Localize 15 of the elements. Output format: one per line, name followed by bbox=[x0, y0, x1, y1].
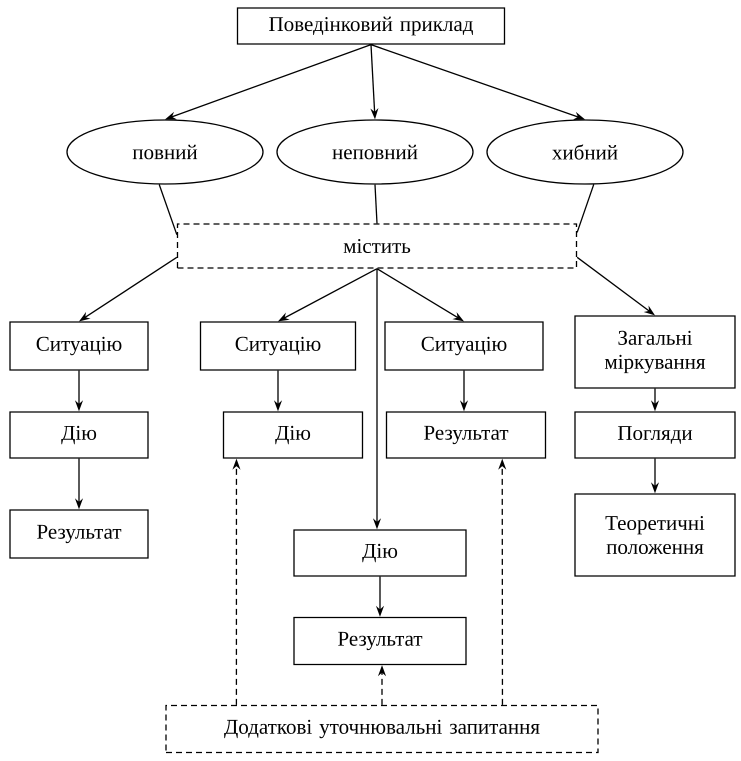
process-box: Теоретичні положення bbox=[574, 493, 736, 577]
process-box: Результат bbox=[293, 616, 467, 666]
process-box: Ситуацію bbox=[200, 321, 356, 371]
process-box: Поведінковий приклад bbox=[236, 7, 506, 45]
process-box: Дію bbox=[293, 529, 467, 577]
process-box: Результат bbox=[9, 509, 149, 559]
dashed-box: містить bbox=[176, 223, 578, 269]
process-box: Загальні міркування bbox=[574, 315, 736, 389]
process-box: Ситуацію bbox=[384, 321, 544, 371]
process-box: Дію bbox=[222, 411, 364, 459]
process-box: Погляди bbox=[574, 411, 736, 459]
dashed-box: Додаткові уточнювальні запитання bbox=[165, 704, 599, 754]
process-box: Дію bbox=[9, 411, 149, 459]
process-box: Ситуацію bbox=[9, 321, 149, 371]
process-box: Результат bbox=[386, 411, 546, 459]
